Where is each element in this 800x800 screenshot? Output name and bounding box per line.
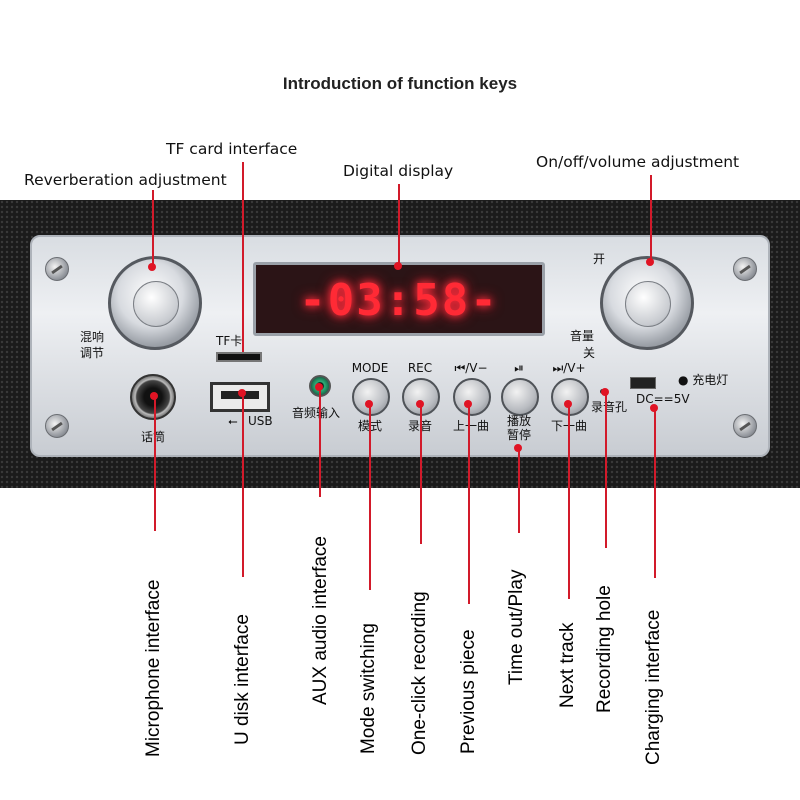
- label-display: Digital display: [343, 162, 454, 180]
- callout-dot-rec-hole: [601, 388, 609, 396]
- play-button-bottom-label: 播放 暂停: [506, 414, 531, 442]
- screw-top-right: [733, 257, 757, 281]
- callout-dot-aux: [315, 383, 323, 391]
- label-recording-hole: Recording hole: [594, 585, 615, 713]
- rec-button-top-label: REC: [407, 361, 433, 375]
- prev-button-top-label: ⏮/V−: [454, 361, 488, 375]
- charging-port[interactable]: [630, 377, 656, 389]
- callout-line-microphone: [154, 396, 156, 531]
- callout-dot-next: [564, 400, 572, 408]
- volume-on-label: 开: [593, 252, 606, 266]
- callout-dot-previous: [464, 400, 472, 408]
- usb-label: USB: [248, 414, 273, 428]
- screw-bottom-right: [733, 414, 757, 438]
- callout-dot-play: [514, 444, 522, 452]
- callout-dot-rec: [416, 400, 424, 408]
- digital-display: -03:58-: [253, 262, 545, 336]
- play-pause-button[interactable]: [501, 378, 539, 416]
- label-volume: On/off/volume adjustment: [536, 153, 740, 171]
- dc-label: DC==5V: [636, 392, 690, 406]
- prev-button-bottom-label: 上一曲: [452, 419, 489, 433]
- aux-label: 音频输入: [292, 406, 341, 420]
- callout-line-play: [518, 448, 520, 533]
- callout-dot-reverb: [148, 263, 156, 271]
- rec-button-bottom-label: 录音: [390, 417, 450, 434]
- next-button-top-label: ⏭/V+: [552, 361, 586, 375]
- callout-dot-mode: [365, 400, 373, 408]
- label-aux-audio-interface: AUX audio interface: [310, 536, 331, 705]
- reverb-knob-label-1: 混响: [80, 330, 105, 344]
- volume-knob[interactable]: [600, 256, 694, 350]
- tf-card-label: TF卡: [216, 334, 243, 348]
- recording-hole-label: 录音孔: [591, 400, 628, 414]
- callout-line-charging: [654, 408, 656, 578]
- label-time-out-play: Time out/Play: [506, 569, 527, 685]
- callout-dot-microphone: [150, 392, 158, 400]
- screw-top-left: [45, 257, 69, 281]
- usb-symbol-icon: ⭠: [228, 414, 238, 428]
- play-button-top-label: ⏯: [514, 361, 524, 375]
- volume-knob-label: 音量: [570, 329, 595, 343]
- display-digits: -03:58-: [299, 275, 499, 326]
- usb-port[interactable]: [210, 382, 270, 412]
- label-u-disk-interface: U disk interface: [232, 614, 253, 745]
- label-tf-card: TF card interface: [166, 140, 298, 158]
- mode-button-top-label: MODE: [351, 361, 389, 375]
- label-one-click-recording: One-click recording: [409, 591, 430, 755]
- callout-line-aux: [319, 387, 321, 497]
- callout-line-mode: [369, 404, 371, 590]
- label-next-track: Next track: [557, 622, 578, 708]
- callout-line-rec-hole: [605, 392, 607, 548]
- volume-off-label: 关: [583, 346, 596, 360]
- screw-bottom-left: [45, 414, 69, 438]
- mode-button[interactable]: [352, 378, 390, 416]
- callout-line-reverb: [152, 190, 154, 268]
- label-mode-switching: Mode switching: [358, 623, 379, 754]
- label-previous-piece: Previous piece: [458, 629, 479, 754]
- callout-dot-volume: [646, 258, 654, 266]
- reverb-knob-label-2: 调节: [80, 346, 105, 360]
- callout-dot-charging: [650, 404, 658, 412]
- tf-card-slot[interactable]: [216, 352, 262, 362]
- microphone-label: 话筒: [141, 430, 166, 444]
- label-reverb: Reverberation adjustment: [24, 171, 227, 189]
- callout-line-rec: [420, 404, 422, 544]
- previous-button[interactable]: [453, 378, 491, 416]
- callout-dot-usb: [238, 389, 246, 397]
- callout-line-usb: [242, 392, 244, 577]
- charge-light-label: ● 充电灯: [678, 373, 729, 387]
- label-microphone-interface: Microphone interface: [143, 579, 164, 757]
- page-title: Introduction of function keys: [282, 74, 518, 93]
- callout-line-display: [398, 184, 400, 266]
- callout-line-volume: [650, 175, 652, 263]
- callout-line-previous: [468, 404, 470, 604]
- next-button[interactable]: [551, 378, 589, 416]
- label-charging-interface: Charging interface: [643, 609, 664, 765]
- callout-dot-display: [394, 262, 402, 270]
- reverb-knob[interactable]: [108, 256, 202, 350]
- callout-line-next: [568, 404, 570, 599]
- callout-line-tf: [242, 162, 244, 352]
